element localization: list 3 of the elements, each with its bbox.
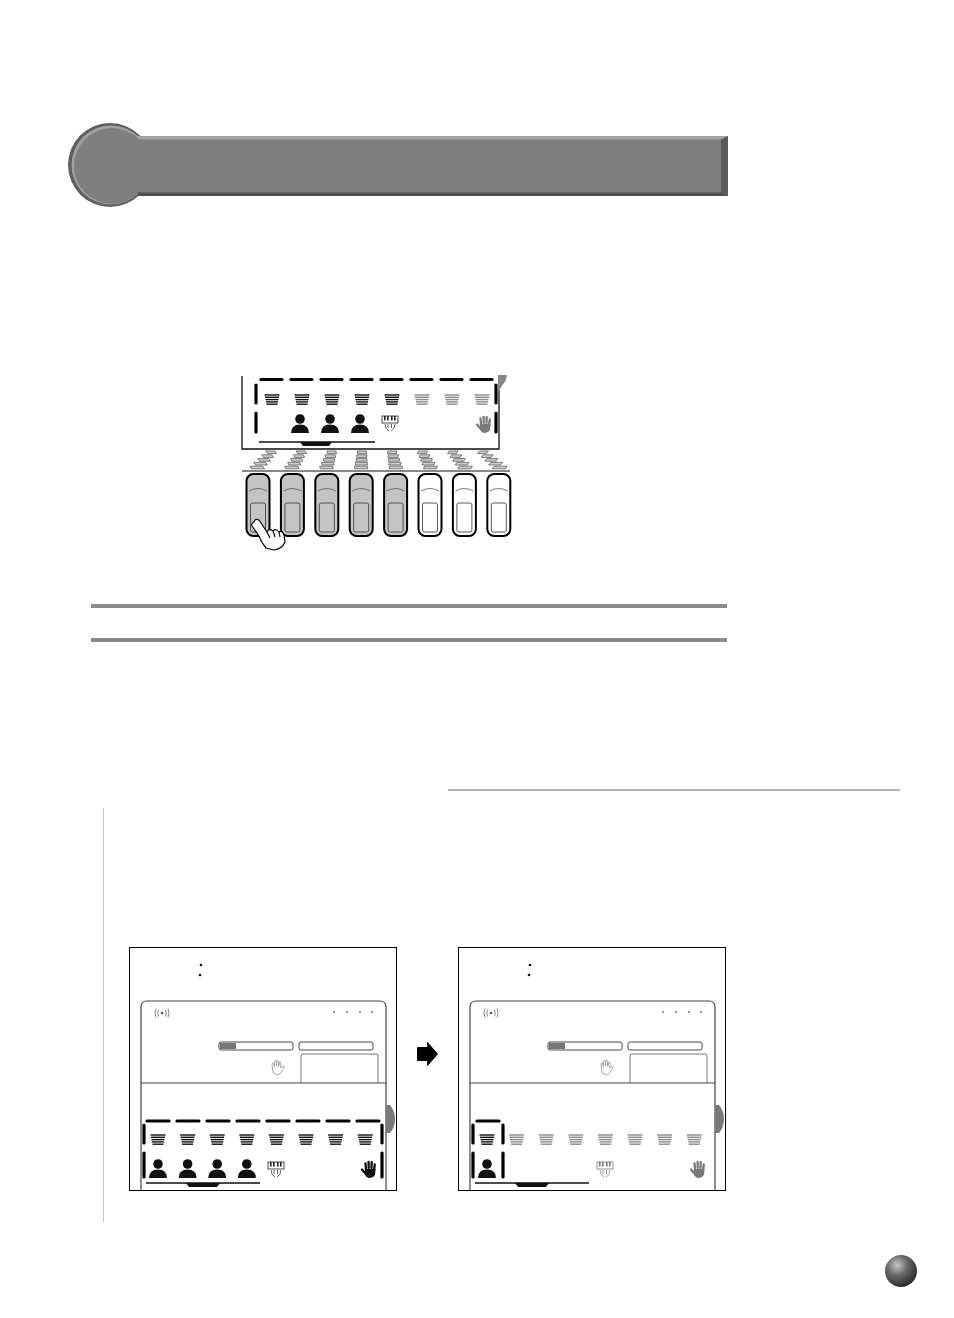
display-panel-picture [129, 947, 397, 1191]
display-panel-picture [458, 947, 726, 1191]
block-arrow [417, 1042, 438, 1066]
